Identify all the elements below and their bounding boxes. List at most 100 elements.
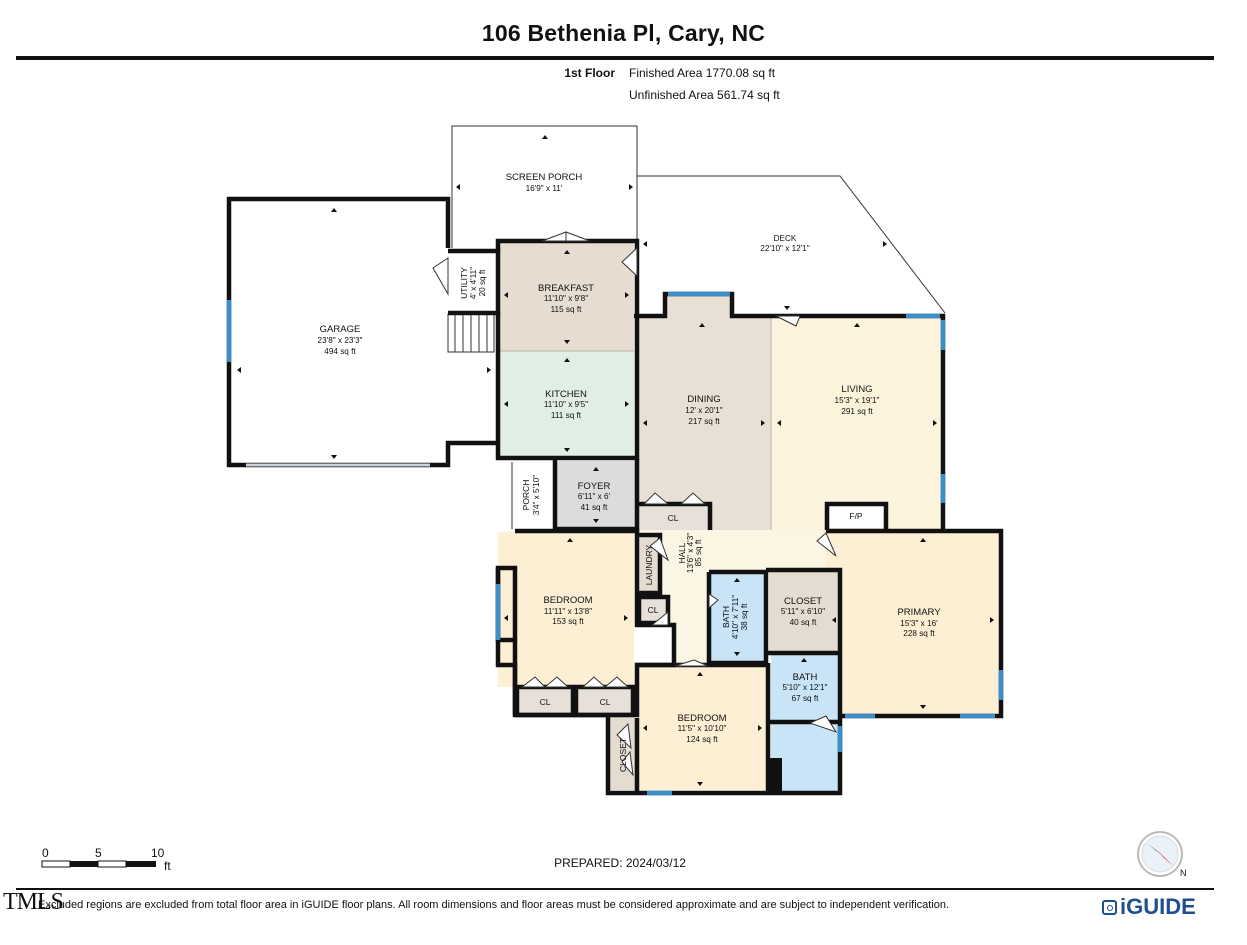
fill-bath-2-lower — [771, 723, 840, 791]
door-swing — [581, 676, 607, 688]
tick — [625, 401, 629, 407]
bedroom-1-area: 153 sq ft — [552, 617, 584, 626]
tick — [331, 455, 337, 459]
tick — [237, 367, 241, 373]
tick — [593, 467, 599, 471]
door-swing — [543, 676, 570, 688]
tick — [564, 250, 570, 254]
breakfast-dims: 11'10" x 9'8" — [544, 294, 588, 303]
tick — [564, 448, 570, 452]
tick — [920, 538, 926, 542]
tick — [567, 538, 573, 542]
breakfast-name: BREAKFAST — [538, 283, 594, 294]
utility-wall — [448, 248, 501, 316]
room-fills — [498, 242, 1000, 791]
door-swing — [565, 231, 591, 242]
kitchen-area: 111 sq ft — [551, 411, 582, 420]
fill-bath-2 — [771, 654, 838, 721]
footer-disclaimer: Excluded regions are excluded from total… — [38, 899, 950, 911]
scale-segment-1 — [41, 860, 71, 868]
tick — [629, 184, 633, 190]
primary-dims: 15'3" x 16' — [900, 619, 938, 628]
tmls-watermark: TMLS — [3, 889, 64, 915]
unfinished-area: Unfinished Area 561.74 sq ft — [629, 88, 780, 102]
tick — [832, 617, 836, 623]
primary-wall — [826, 528, 1004, 719]
scale-unit: ft — [164, 859, 171, 873]
hall-name: HALL — [678, 542, 687, 563]
closet-bed2-name: CLOSET — [618, 738, 628, 772]
tick — [697, 672, 703, 676]
door-swing — [808, 715, 838, 733]
porch-label: PORCH 3'4" x 5'10" — [521, 475, 541, 515]
screen-porch-dims: 16'9" x 11' — [526, 184, 563, 193]
foyer-dims: 6'11" x 6' — [578, 492, 611, 501]
fp-label: F/P — [849, 511, 863, 521]
fill-primary — [826, 532, 1000, 715]
foyer-area: 41 sq ft — [581, 503, 609, 512]
scale-mark-0: 0 — [42, 846, 49, 860]
closet-primary-name: CLOSET — [784, 596, 822, 607]
door-swing — [649, 537, 670, 562]
dining-name: DINING — [687, 394, 720, 405]
tick — [564, 358, 570, 362]
cl-bed1-b-label: CL — [600, 697, 611, 707]
tick — [854, 323, 860, 327]
tick — [504, 615, 508, 621]
bath-1-dims: 4'10" x 7'11" — [731, 595, 740, 639]
laundry-label: LAUNDRY — [644, 544, 654, 585]
screen-porch-name: SCREEN PORCH — [506, 172, 583, 183]
garage-wall — [226, 196, 498, 468]
compass-needle-south — [1148, 844, 1160, 854]
door-swing — [650, 610, 669, 626]
door-swing — [708, 593, 719, 610]
compass-north-label: N — [1180, 868, 1187, 878]
tick — [758, 725, 762, 731]
header-rule — [16, 56, 1214, 60]
porch-dims: 3'4" x 5'10" — [532, 475, 541, 515]
bedroom-2-area: 124 sq ft — [686, 735, 718, 744]
living-dims: 15'3" x 19'1" — [835, 396, 880, 405]
door-swing — [432, 257, 449, 296]
compass-icon: N — [1137, 831, 1187, 878]
finished-area: Finished Area 1770.08 sq ft — [629, 66, 776, 80]
iguide-logo-icon — [1102, 900, 1117, 915]
tick — [625, 292, 629, 298]
fill-cl-dining — [637, 504, 710, 530]
fill-cl-bed1-a — [517, 687, 573, 714]
utility-label: UTILITY 4' x 4'11" 20 sq ft — [459, 267, 487, 299]
cl-dining-label: CL — [668, 513, 679, 523]
kitchen-name: KITCHEN — [545, 389, 587, 400]
tick — [761, 420, 765, 426]
scale-mark-5: 5 — [95, 846, 102, 860]
laundry-name: LAUNDRY — [644, 544, 654, 585]
tick — [990, 617, 994, 623]
screen-porch-outline — [451, 125, 638, 248]
dimension-ticks — [237, 135, 994, 786]
bedroom-2-name: BEDROOM — [677, 713, 726, 724]
fill-living — [771, 316, 942, 530]
tick — [734, 578, 740, 582]
cl-bed1-a-label: CL — [540, 697, 551, 707]
hall-area: 85 sq ft — [694, 539, 703, 567]
utility-area: 20 sq ft — [478, 269, 487, 297]
deck-outline — [637, 175, 946, 314]
tick — [504, 292, 508, 298]
laundry-wall — [637, 532, 663, 596]
tick — [801, 658, 807, 662]
door-swing — [616, 722, 632, 750]
kitchen-dims: 11'10" x 9'5" — [544, 400, 588, 409]
door-swing — [621, 750, 634, 777]
tick — [542, 135, 548, 139]
tick — [643, 241, 647, 247]
door-swing — [642, 492, 670, 505]
bath-2-dims: 5'10" x 12'1" — [783, 683, 828, 692]
scale-segment-2 — [70, 861, 98, 867]
primary-area: 228 sq ft — [903, 629, 935, 638]
doors — [432, 231, 838, 777]
garage-name: GARAGE — [320, 324, 361, 335]
tick — [593, 519, 599, 523]
page-title: 106 Bethenia Pl, Cary, NC — [481, 20, 766, 46]
fill-breakfast — [498, 242, 634, 351]
